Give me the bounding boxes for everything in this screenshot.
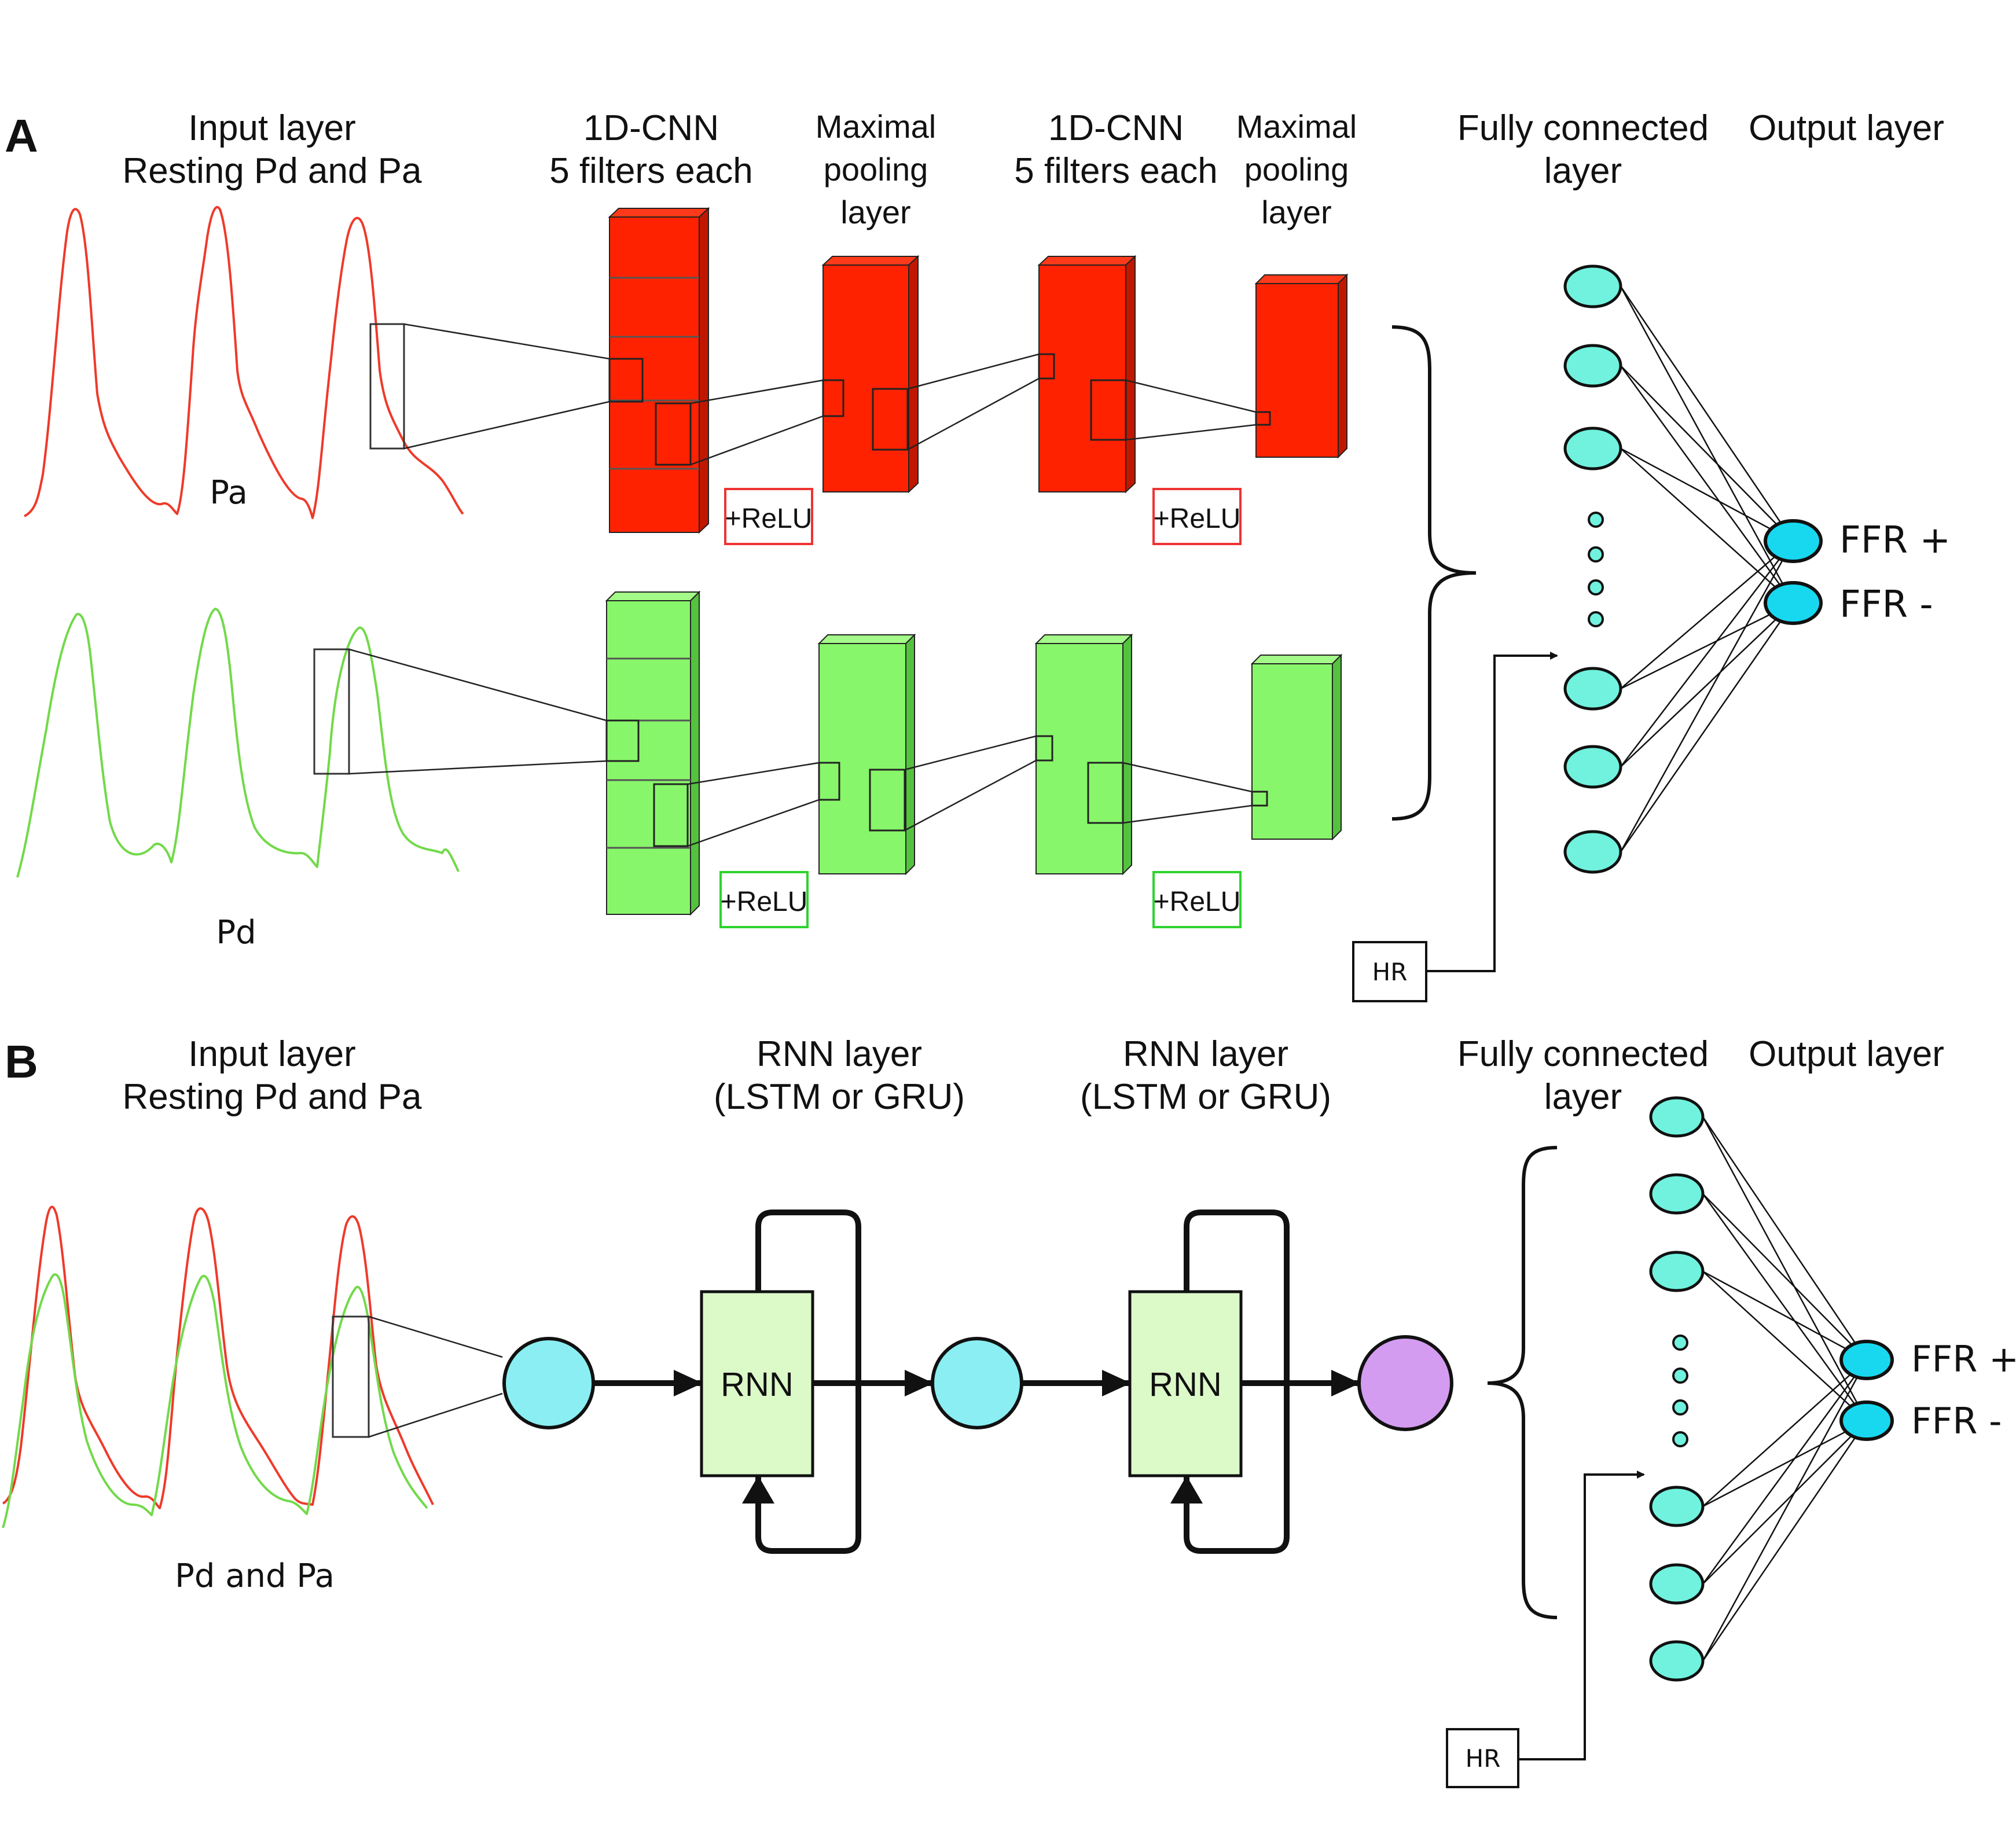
cnn2-title: 1D-CNN xyxy=(1048,108,1184,148)
pa-waveform-b xyxy=(2,1205,434,1509)
green-connections xyxy=(348,648,1253,847)
merge-brace xyxy=(1391,325,1477,821)
fc-neuron xyxy=(1649,1251,1705,1292)
output-layer-title: Output layer xyxy=(1749,1034,1944,1074)
fc-subtitle: layer xyxy=(1544,151,1622,191)
pool1-title-1: Maximal xyxy=(816,108,936,145)
rnn-cell-label: RNN xyxy=(721,1366,794,1403)
merge-brace-b xyxy=(1487,1146,1558,1619)
fc-neuron xyxy=(1649,1640,1705,1682)
fc-neuron xyxy=(1649,1096,1705,1138)
fc-neurons-a xyxy=(1563,264,1622,874)
rnn-cell-label: RNN xyxy=(1149,1366,1222,1403)
rnn-hidden-node xyxy=(931,1337,1023,1429)
green-pool2-block xyxy=(1250,653,1343,841)
fc-neuron xyxy=(1563,667,1622,711)
panel-b-headers: Input layer Resting Pd and Pa RNN layer … xyxy=(122,1034,1944,1117)
red-pool2-block xyxy=(1254,273,1349,459)
ffr-neg-label: FFR - xyxy=(1839,583,1933,626)
hr-input-b: HR xyxy=(1446,1471,1645,1788)
panel-a-headers: Input layer Resting Pd and Pa 1D-CNN 5 f… xyxy=(122,108,1944,230)
fc-neuron xyxy=(1563,427,1622,470)
pd-input-window xyxy=(313,648,350,775)
input-layer-title: Input layer xyxy=(188,108,356,148)
fc-title: Fully connected xyxy=(1457,1034,1709,1074)
hr-input-a: HR xyxy=(1352,652,1558,1002)
fc-neurons-b xyxy=(1649,1096,1705,1682)
relu-box-green-1: +ReLU xyxy=(719,871,809,928)
hr-label: HR xyxy=(1372,958,1408,986)
rnn1-title: RNN layer xyxy=(757,1034,922,1074)
rnn2-title: RNN layer xyxy=(1123,1034,1288,1074)
rnn-cell-2: RNN xyxy=(1128,1210,1290,1554)
input-layer-title: Input layer xyxy=(188,1034,356,1074)
pool1-title-2: pooling xyxy=(824,151,928,188)
input-layer-subtitle: Resting Pd and Pa xyxy=(122,1077,422,1117)
relu-label: +ReLU xyxy=(1154,503,1241,534)
pool2-title-3: layer xyxy=(1261,194,1331,230)
pool2-title-2: pooling xyxy=(1244,151,1349,188)
pd-waveform-b xyxy=(2,1273,428,1528)
ffr-pos-label: FFR + xyxy=(1839,519,1951,562)
panel-b-letter: B xyxy=(5,1036,38,1087)
fc-neuron xyxy=(1649,1173,1705,1215)
fc-connections-a xyxy=(1620,286,1794,852)
fc-neuron xyxy=(1649,1563,1705,1605)
red-pool1-block xyxy=(821,255,920,494)
hr-label: HR xyxy=(1466,1744,1501,1773)
pd-and-pa-label: Pd and Pa xyxy=(175,1557,335,1595)
rnn2-subtitle: (LSTM or GRU) xyxy=(1080,1077,1331,1117)
cnn2-subtitle: 5 filters each xyxy=(1014,151,1218,191)
relu-box-green-2: +ReLU xyxy=(1152,871,1242,928)
fc-subtitle: layer xyxy=(1544,1077,1622,1117)
combined-input-window xyxy=(332,1315,370,1438)
fc-neuron xyxy=(1563,830,1622,874)
pd-label: Pd xyxy=(216,914,256,951)
output-layer-title: Output layer xyxy=(1749,108,1944,148)
green-cnn2-block xyxy=(1034,633,1133,876)
fc-neuron xyxy=(1649,1486,1705,1527)
rnn-cell-1: RNN xyxy=(700,1210,861,1554)
rnn-input-node xyxy=(502,1337,595,1429)
pool2-title-1: Maximal xyxy=(1236,108,1357,145)
pa-input-window xyxy=(369,323,405,450)
cnn1-subtitle: 5 filters each xyxy=(549,151,753,191)
red-cnn1-block xyxy=(608,207,710,534)
output-neuron-ffr-pos xyxy=(1764,519,1823,563)
cnn1-title: 1D-CNN xyxy=(583,108,719,148)
green-cnn1-block xyxy=(605,590,701,916)
ffr-neg-label: FFR - xyxy=(1911,1400,2002,1442)
rnn1-subtitle: (LSTM or GRU) xyxy=(714,1077,965,1117)
relu-label: +ReLU xyxy=(721,887,808,917)
output-neuron-ffr-pos xyxy=(1839,1340,1894,1380)
green-pool1-block xyxy=(817,633,916,876)
ellipsis-dots-a xyxy=(1588,512,1604,627)
relu-box-red-2: +ReLU xyxy=(1152,488,1242,545)
input-window-connections xyxy=(368,1315,503,1438)
relu-label: +ReLU xyxy=(1154,887,1241,917)
ellipsis-dots-b xyxy=(1672,1335,1688,1447)
pa-label: Pa xyxy=(210,474,248,512)
output-neuron-ffr-neg xyxy=(1839,1400,1894,1441)
input-layer-subtitle: Resting Pd and Pa xyxy=(122,151,422,191)
red-connections xyxy=(403,323,1257,466)
pa-waveform xyxy=(24,206,464,519)
ffr-pos-label: FFR + xyxy=(1911,1338,2016,1380)
fc-title: Fully connected xyxy=(1457,108,1709,148)
fc-neuron xyxy=(1563,264,1622,308)
relu-box-red-1: +ReLU xyxy=(724,488,813,545)
fc-neuron xyxy=(1563,344,1622,388)
output-neuron-ffr-neg xyxy=(1764,581,1823,625)
relu-label: +ReLU xyxy=(725,503,813,534)
fc-connections-b xyxy=(1702,1116,1868,1661)
fc-neuron xyxy=(1563,745,1622,789)
panel-a-letter: A xyxy=(5,110,38,161)
rnn-output-node xyxy=(1357,1335,1453,1431)
red-cnn2-block xyxy=(1037,255,1137,494)
pd-waveform xyxy=(16,608,460,878)
pool1-title-3: layer xyxy=(840,194,910,230)
